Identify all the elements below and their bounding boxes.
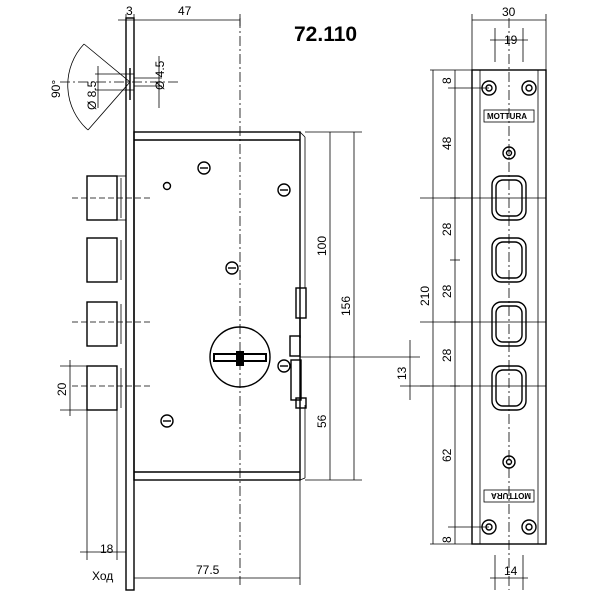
dim-100: 100 [315, 236, 329, 256]
dim-28-a: 28 [440, 222, 454, 236]
dim-77-5: 77.5 [196, 563, 220, 577]
dim-angle-90: 90° [49, 80, 63, 98]
model-number: 72.110 [294, 23, 357, 46]
faceplate-screw-bottom-right [521, 519, 537, 535]
dim-28-c: 28 [440, 348, 454, 362]
screw-3 [225, 261, 239, 275]
stroke-label: Ход [92, 569, 113, 583]
bolt-hole-2 [491, 237, 527, 283]
hole-small [162, 181, 172, 191]
dim-20: 20 [55, 382, 69, 396]
brand-bottom: MOTTURA [491, 491, 531, 500]
faceplate-screw-mid [502, 146, 516, 160]
dim-8-bottom: 8 [440, 536, 454, 543]
dim-48: 48 [440, 136, 454, 150]
dim-62: 62 [440, 448, 454, 462]
dim-dia-85: Ø 8.5 [85, 80, 99, 110]
dim-14: 14 [504, 564, 518, 578]
latch-mechanism [289, 250, 307, 409]
bolt-2 [86, 237, 122, 283]
spindle-hole-detail [60, 43, 180, 131]
screw-2 [277, 183, 291, 197]
lock-side-view [60, 17, 307, 591]
faceplate-screw-top-right [521, 80, 537, 96]
bolt-hole-3 [491, 301, 527, 347]
dim-dia-45: Ø 4.5 [153, 60, 167, 90]
screw-1 [197, 161, 211, 175]
brand-top: MOTTURA [487, 112, 527, 121]
faceplate-edge [125, 17, 135, 591]
dim-18: 18 [100, 542, 114, 556]
dim-47: 47 [178, 4, 192, 18]
dim-8-top: 8 [440, 77, 454, 84]
lock-body [133, 131, 301, 481]
screw-4 [277, 359, 291, 373]
dim-56: 56 [315, 414, 329, 428]
bolt-hole-4 [491, 365, 527, 411]
dim-30: 30 [502, 5, 516, 19]
dim-156: 156 [339, 296, 353, 316]
faceplate-dimensions: 30 19 14 210 8 48 28 28 28 62 8 [418, 5, 547, 590]
screw-5 [160, 414, 174, 428]
dim-28-b: 28 [440, 284, 454, 298]
bolt-4 [86, 365, 122, 411]
faceplate-screw-low [502, 455, 516, 469]
bolt-3 [86, 301, 122, 347]
dim-3: 3 [126, 4, 133, 18]
side-view-dimensions: 3 47 90° Ø 8.5 Ø 4.5 100 156 56 13 20 18… [49, 4, 430, 585]
dim-13: 13 [395, 366, 409, 380]
dim-19: 19 [504, 33, 518, 47]
cylinder-hole [209, 326, 271, 388]
dim-210: 210 [418, 286, 432, 306]
faceplate-front-view: MOTTURA MOTTURA [420, 18, 547, 590]
